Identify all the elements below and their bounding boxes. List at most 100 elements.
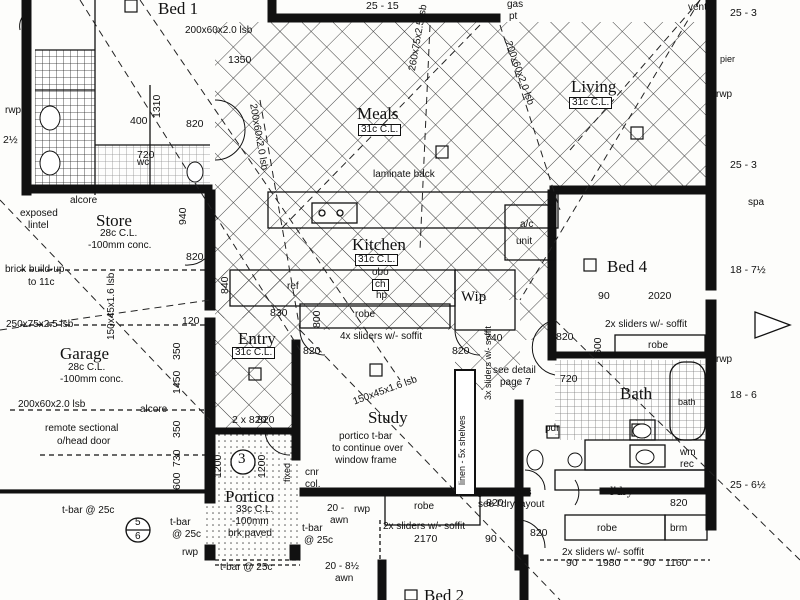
dim-350-a: 350: [171, 342, 183, 360]
fixtures: [39, 105, 655, 471]
room-label-garage: Garage: [60, 344, 110, 363]
room-label-bed4: Bed 4: [607, 257, 648, 276]
note-sliders-entry: 4x sliders w/- soffit: [340, 331, 423, 342]
note-pier: pier: [720, 54, 736, 64]
dim-2-half: 2½: [3, 134, 18, 146]
dim-1980: 1980: [597, 557, 621, 569]
note-rwp-4: rwp: [354, 504, 371, 515]
dim-600: 600: [592, 337, 604, 355]
dim-1450: 1450: [171, 370, 183, 394]
dim-120: 120: [182, 315, 200, 327]
marker-5: 5: [135, 517, 141, 528]
dim-940: 940: [177, 207, 189, 225]
note-robe-bottom: robe: [597, 523, 618, 534]
note-gas-1: gas: [507, 0, 524, 10]
note-brick-2: to 11c: [28, 277, 55, 288]
room-label-store: Store: [96, 211, 132, 230]
note-awn-4: awn: [335, 573, 354, 584]
dim-25-3-b: 25 - 3: [730, 159, 757, 171]
dim-2020: 2020: [648, 290, 672, 302]
note-rwp-1: rwp: [5, 105, 22, 116]
hatched-entry-area: [215, 318, 300, 430]
note-alcore-2: alcore: [140, 404, 168, 415]
dim-1160: 1160: [665, 557, 688, 569]
room-label-bed1: Bed 1: [158, 0, 199, 18]
dim-1200-b: 1200: [256, 454, 268, 478]
door-swings: [19, 9, 580, 549]
dim-400: 400: [130, 115, 148, 127]
walls: [0, 0, 717, 600]
note-ref: ref: [287, 281, 299, 292]
room-label-laundry: l'dry: [610, 483, 634, 498]
store-note-1: 28c C.L.: [100, 228, 138, 239]
dim-730: 730: [171, 449, 183, 467]
note-sliders-bed2: 2x sliders w/- soffit: [562, 547, 645, 558]
room-label-study: Study: [368, 408, 408, 427]
note-sliders-study: 2x sliders w/- soffit: [383, 521, 466, 532]
room-label-meals: Meals: [357, 104, 399, 123]
study-note-3: window frame: [335, 455, 397, 466]
dim-18-7: 18 - 7½: [730, 264, 766, 276]
note-awn-1: 20 -: [327, 503, 345, 514]
dim-90-c: 90: [566, 557, 578, 569]
note-rwp-5: rwp: [716, 354, 733, 365]
dim-90-d: 90: [643, 557, 655, 569]
note-fixed: fixed: [282, 462, 292, 482]
room-label-bed2: Bed 2: [424, 586, 465, 600]
room-label-portico: Portico: [225, 487, 275, 506]
dim-1350: 1350: [228, 54, 252, 66]
room-label-bath: Bath: [620, 384, 653, 403]
note-exposed-2: lintel: [28, 220, 49, 231]
note-robe-bed4: robe: [648, 340, 669, 351]
dim-820-b: 820: [186, 251, 204, 263]
note-glass-1: glass blocks: [477, 487, 532, 498]
dim-830: 830: [270, 307, 288, 319]
note-ch: ch: [372, 279, 389, 291]
marker-6: 6: [135, 531, 141, 542]
note-alcore-1: alcore: [70, 195, 98, 206]
room-label-wc: wc: [137, 157, 150, 168]
portico-note-3: brk paved: [228, 528, 272, 539]
note-awn-3: 20 - 8½: [325, 561, 359, 572]
note-brick-1: brick build-up: [5, 264, 65, 275]
paved-portico: [205, 430, 300, 560]
note-see-detail-2: page 7: [500, 377, 531, 388]
note-rec: rec: [680, 459, 694, 470]
section-marker: [125, 311, 792, 543]
note-vent: vent: [688, 2, 707, 13]
dim-1310: 1310: [151, 94, 163, 118]
dim-1200-a: 1200: [212, 454, 224, 478]
note-spa: spa: [748, 197, 765, 208]
note-awn-2: awn: [330, 515, 349, 526]
note-beam-garage2: 200x60x2.0 lsb: [18, 399, 86, 410]
note-hp: hp: [376, 290, 388, 301]
dim-18-6: 18 - 6: [730, 389, 757, 401]
note-beam-store: 150x45x1.6 lsb: [106, 272, 117, 340]
marker-3: 3: [238, 451, 246, 467]
note-gas-2: pt: [509, 11, 518, 22]
note-remote-1: remote sectional: [45, 423, 119, 434]
note-glass-2: see l'dry layout: [478, 499, 545, 510]
note-ac-2: unit: [516, 236, 533, 247]
room-ceiling-entry: 31c C.L.: [232, 347, 276, 359]
note-rwp-3: rwp: [182, 547, 199, 558]
note-ac-1: a/c: [520, 219, 534, 230]
room-label-wip: Wip: [461, 289, 487, 305]
dim-2x820: 2 x 820: [232, 414, 267, 426]
dim-820-a: 820: [186, 118, 204, 130]
dim-720-b: 720: [560, 373, 578, 385]
garage-note-2: -100mm conc.: [60, 374, 124, 385]
note-tbar-4: t-bar: [302, 523, 323, 534]
note-wm: wm: [680, 447, 696, 458]
note-linen: linen - 5x shelves: [457, 415, 467, 485]
note-remote-2: o/head door: [57, 436, 111, 447]
dim-820-f: 820: [257, 414, 275, 426]
thin-lines: [0, 0, 710, 600]
note-beam-bed1: 200x60x2.0 lsb: [185, 25, 253, 36]
dim-840: 840: [219, 276, 231, 294]
room-label-living: Living: [571, 77, 617, 96]
note-sliders-bed4: 2x sliders w/- soffit: [605, 319, 688, 330]
dim-820-g: 820: [486, 497, 504, 509]
